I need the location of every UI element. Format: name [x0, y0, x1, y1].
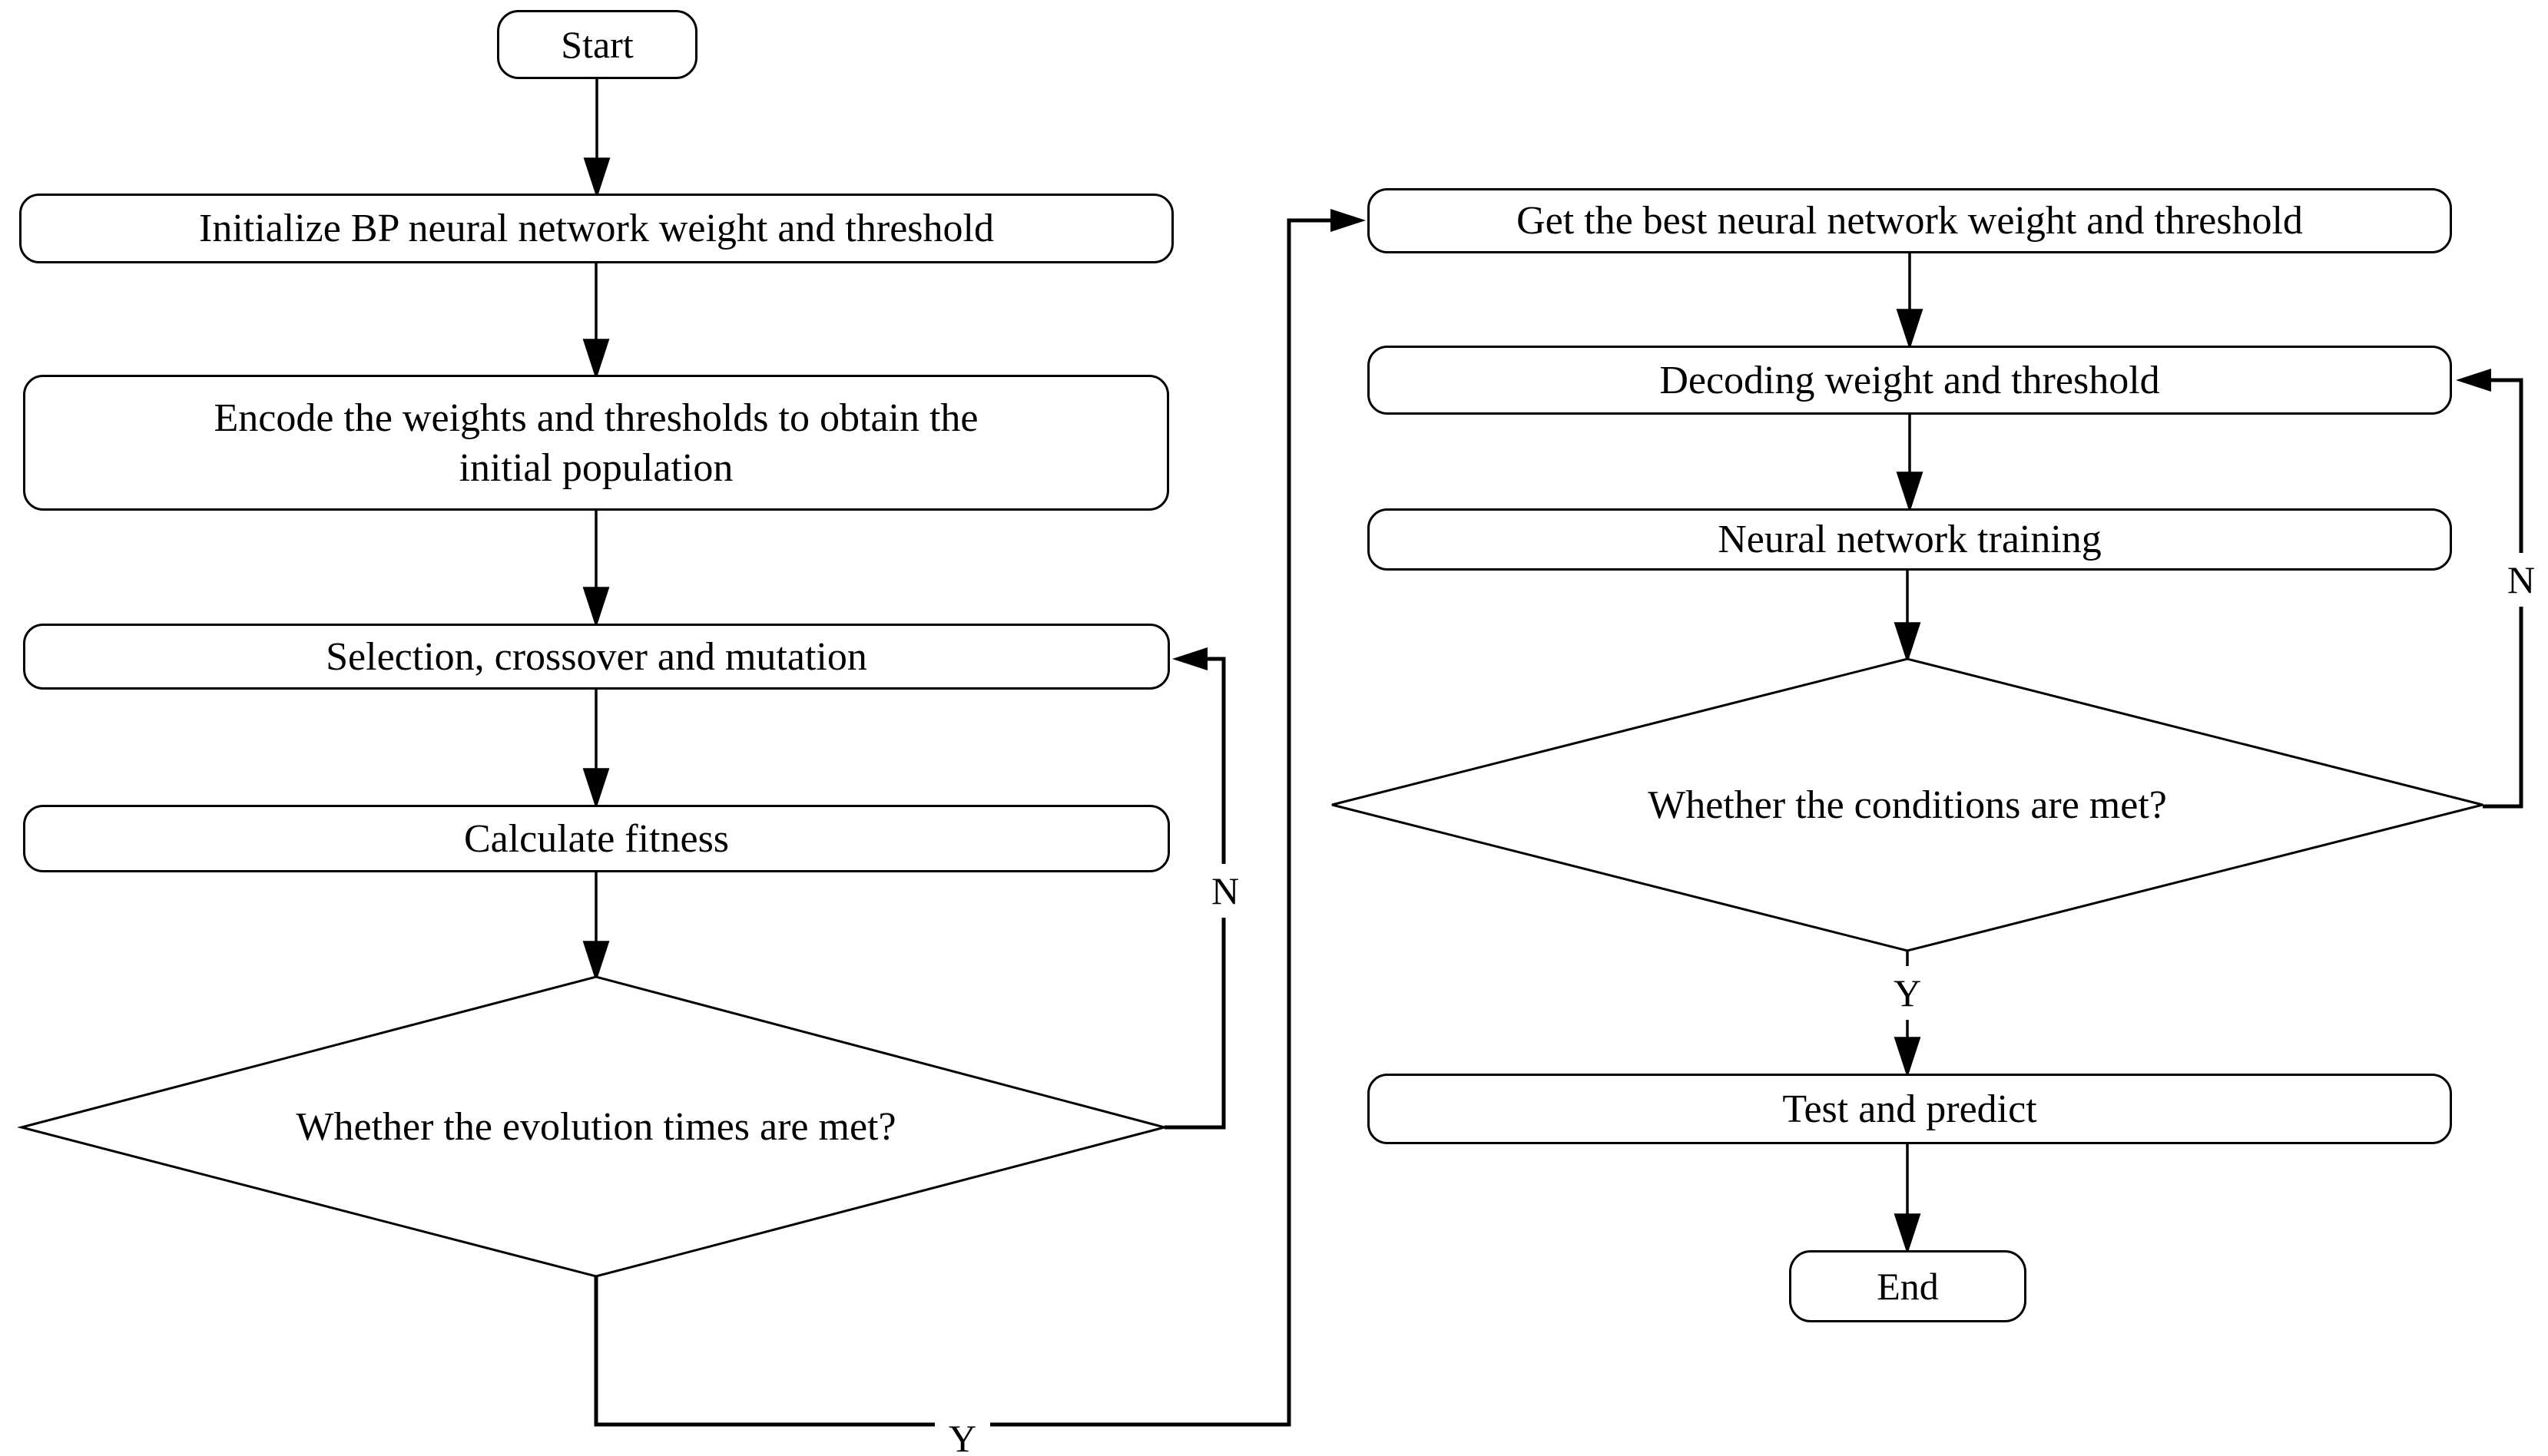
arrowhead-selection-to-fitness	[582, 768, 610, 809]
node-encode-line2: initial population	[459, 445, 734, 490]
evolution-decision-diamond	[17, 975, 1169, 1278]
conditions-decision-label: Whether the conditions are met?	[1648, 783, 2167, 827]
arrowhead-conditions-yes-to-test	[1894, 1037, 1921, 1078]
arrowhead-getbest-to-decoding	[1896, 309, 1923, 350]
arrowhead-initialize-to-encode	[582, 339, 610, 380]
edge-label-conditions-no: N	[2493, 553, 2548, 607]
node-decoding: Decoding weight and threshold	[1367, 346, 2452, 415]
node-initialize: Initialize BP neural network weight and …	[19, 194, 1174, 263]
arrowhead-evolution-yes	[1330, 209, 1366, 232]
arrowhead-start-to-initialize	[583, 157, 611, 199]
loop-evolution-yes	[594, 218, 1330, 1427]
node-encode-text: Encode the weights and thresholds to obt…	[214, 393, 978, 493]
node-fitness: Calculate fitness	[23, 805, 1170, 872]
node-start: Start	[497, 10, 697, 79]
arrowhead-evolution-no	[1172, 647, 1208, 670]
node-training: Neural network training	[1367, 508, 2452, 571]
conditions-decision-diamond	[1331, 657, 2483, 952]
node-encode: Encode the weights and thresholds to obt…	[23, 375, 1169, 511]
arrowhead-fitness-to-evolution-decision	[582, 941, 610, 982]
arrowhead-encode-to-selection	[582, 587, 610, 628]
arrowhead-test-to-end	[1894, 1213, 1921, 1255]
node-get-best: Get the best neural network weight and t…	[1367, 188, 2452, 253]
node-selection: Selection, crossover and mutation	[23, 624, 1170, 690]
edge-label-evolution-yes: Y	[935, 1417, 990, 1456]
edge-label-conditions-yes: Y	[1880, 966, 1935, 1020]
arrowhead-conditions-no	[2456, 369, 2491, 392]
node-test: Test and predict	[1367, 1074, 2452, 1144]
evolution-decision-label: Whether the evolution times are met?	[296, 1104, 896, 1149]
arrowhead-training-to-conditions-decision	[1894, 622, 1921, 663]
edge-label-evolution-no: N	[1198, 864, 1253, 918]
node-end: End	[1789, 1250, 2026, 1322]
arrowhead-decoding-to-training	[1896, 472, 1923, 513]
node-encode-line1: Encode the weights and thresholds to obt…	[214, 395, 979, 440]
